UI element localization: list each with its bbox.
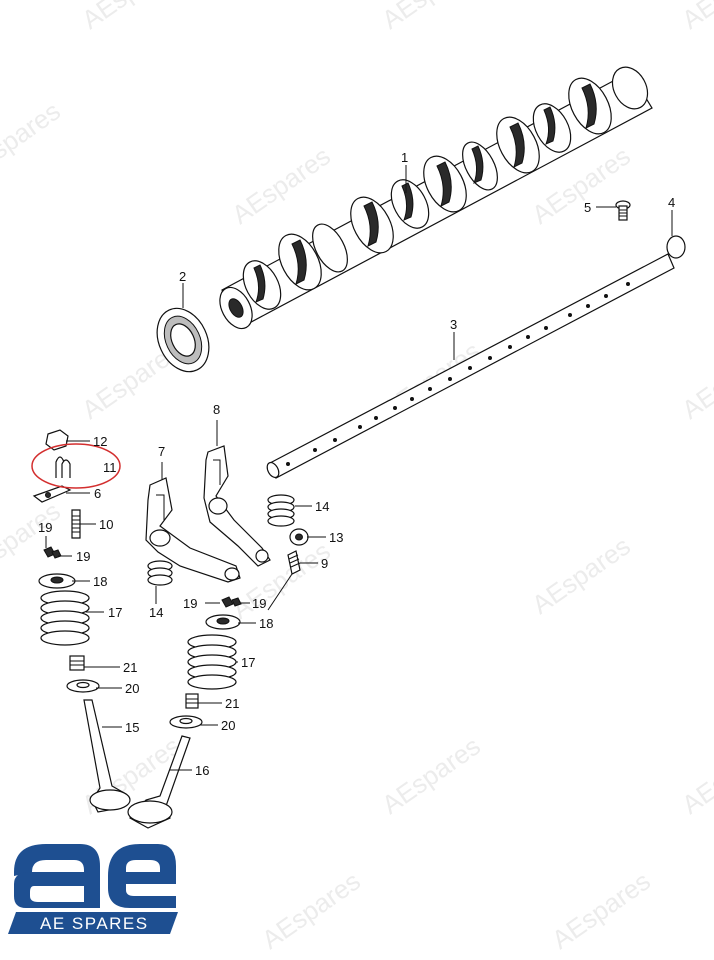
- part-valve-spring-17-left: [40, 590, 90, 646]
- part-clip-11: [55, 456, 71, 478]
- callout-19-c: 19: [183, 596, 197, 611]
- callout-20-right: 20: [221, 718, 235, 733]
- part-valve-15: [83, 699, 131, 813]
- watermark: AEspares: [76, 0, 186, 35]
- callout-17-left: 17: [108, 605, 122, 620]
- part-rocker-arm-7: [145, 477, 241, 583]
- callout-19-d: 19: [252, 596, 266, 611]
- callout-12: 12: [93, 434, 107, 449]
- part-valve-16: [127, 735, 191, 829]
- callout-21-left: 21: [123, 660, 137, 675]
- callout-1: 1: [401, 150, 408, 165]
- callout-labels: 1 2 3 4 5 12 11 6 10 19 19 18 17 21 20 1…: [38, 150, 675, 778]
- watermark: AEspares: [0, 96, 66, 185]
- part-retainer-18-left: [38, 573, 76, 589]
- part-retainer-18-right: [205, 614, 241, 630]
- logo-text: AE SPARES: [40, 914, 149, 933]
- callout-8: 8: [213, 402, 220, 417]
- callout-13: 13: [329, 530, 343, 545]
- callout-20-left: 20: [125, 681, 139, 696]
- callout-4: 4: [668, 195, 675, 210]
- watermark: AEspares: [676, 336, 714, 425]
- watermark: AEspares: [676, 0, 714, 35]
- logo-mark-ae: [14, 844, 176, 908]
- part-adjusting-screw-9: [267, 550, 301, 611]
- part-nut-12: [45, 429, 69, 451]
- part-rocker-arm-8: [203, 445, 271, 567]
- watermark: AEspares: [526, 531, 636, 620]
- callout-3: 3: [450, 317, 457, 332]
- watermark: AEspares: [376, 0, 486, 35]
- callout-10: 10: [99, 517, 113, 532]
- part-valve-spring-17-right: [187, 634, 237, 690]
- callout-7: 7: [158, 444, 165, 459]
- callout-14-left: 14: [149, 605, 163, 620]
- part-oil-seal: [156, 307, 210, 373]
- part-nut-13: [289, 528, 309, 546]
- callout-15: 15: [125, 720, 139, 735]
- watermark: AEspares: [376, 731, 486, 820]
- part-plate-6: [32, 485, 72, 503]
- callout-9: 9: [321, 556, 328, 571]
- part-cotter-19-right: [221, 596, 242, 608]
- logo-banner: [8, 912, 178, 934]
- callout-19-a: 19: [38, 520, 52, 535]
- callout-5: 5: [584, 200, 591, 215]
- callout-14-right: 14: [315, 499, 329, 514]
- ae-spares-logo: AE SPARES: [8, 844, 178, 934]
- watermark: AEspares: [546, 866, 656, 955]
- part-seat-20-left: [66, 679, 100, 693]
- callout-2: 2: [179, 269, 186, 284]
- part-spring-14-right: [267, 494, 295, 527]
- callout-17-right: 17: [241, 655, 255, 670]
- leader-lines: [45, 165, 673, 771]
- callout-18-right: 18: [259, 616, 273, 631]
- part-o-ring: [666, 235, 686, 259]
- part-screw: [615, 200, 631, 221]
- callout-21-right: 21: [225, 696, 239, 711]
- part-adjusting-screw-10: [71, 509, 81, 539]
- callout-18-left: 18: [93, 574, 107, 589]
- watermark: AEspares: [226, 141, 336, 230]
- watermark: AEspares: [676, 731, 714, 820]
- part-rocker-shaft: [266, 253, 675, 479]
- callout-6: 6: [94, 486, 101, 501]
- part-camshaft: [219, 66, 653, 330]
- callout-19-b: 19: [76, 549, 90, 564]
- highlight-ellipse: [31, 443, 121, 489]
- part-cotter-19-left: [43, 546, 62, 559]
- watermark: AEspares: [0, 496, 66, 585]
- callout-11: 11: [103, 460, 117, 475]
- part-spring-14-left: [147, 560, 173, 586]
- callout-16: 16: [195, 763, 209, 778]
- watermark: AEspares: [256, 866, 366, 955]
- part-seal-21-left: [69, 655, 85, 671]
- part-seat-20-right: [169, 715, 203, 729]
- part-seal-21-right: [185, 693, 199, 709]
